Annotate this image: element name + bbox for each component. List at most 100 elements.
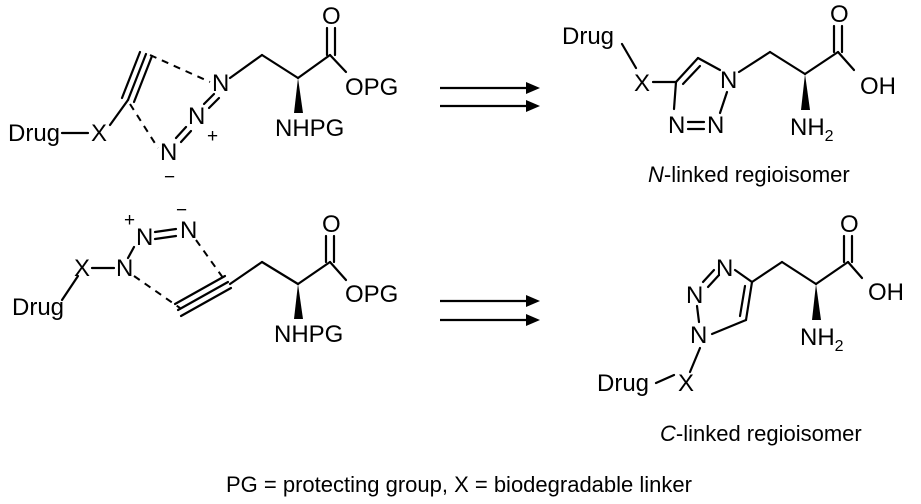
bond-n1-n2-a [202,92,216,106]
alkyne-bond-1 [176,280,230,312]
bond-c-oh [836,50,856,72]
bond-n1-n2-b [207,96,221,110]
charge-minus: − [176,200,187,221]
bond-calpha-ccarbonyl [296,53,332,80]
atom-nhpg: NHPG [275,115,344,142]
dashed-bond-top [149,54,211,83]
ring-c4-c5-double [738,284,747,318]
arrow-1b-head [526,100,540,112]
reaction-2-arrows [440,295,540,326]
atom-oh: OH [868,279,904,306]
ring-c4-n3 [672,80,678,111]
arrow-1a-head [526,82,540,94]
stereo-wedge [801,74,810,110]
ring-c4-c5 [674,56,700,84]
bond-ch2-calpha [260,260,300,286]
alkyne-bond-1 [126,52,148,102]
dashed-bond-bottom [129,103,159,149]
bond-drug-x [60,274,80,302]
ring-c4-c5-double [681,64,702,86]
bond-c-opg [328,260,348,282]
bond-n-ch2 [228,53,264,80]
ring-n1-n2-a [701,268,716,284]
bond-x-drug [654,373,676,385]
bond-drug-x [620,42,638,70]
charge-plus: + [207,126,218,147]
ring-c5-n3 [710,318,748,336]
atom-n1: N [212,70,229,97]
alkyne-bond-2 [132,54,154,104]
bond-ch2-calpha [780,260,818,286]
ring-n1-n2 [718,90,729,115]
dashed-bond-bottom [133,275,181,309]
atom-oh: OH [860,73,896,100]
atom-x: X [634,70,650,97]
alkyne-bond-3 [173,274,227,306]
atom-o: O [840,211,859,238]
bond-n2-n3-a [174,125,188,140]
bond-n-ch2 [737,50,772,74]
atom-n3: N [180,217,197,244]
bond-c-ch2 [228,260,264,286]
arrow-2b-head [526,314,540,326]
bond-ch2-calpha [260,53,300,80]
bond-c-oh [846,260,864,280]
ring-c5-n1 [696,56,722,72]
ring-n1-n2-b [706,273,721,289]
atom-x: X [74,255,90,282]
atom-x: X [91,120,107,147]
stereo-wedge [294,78,303,113]
bond-c-ch2 [750,260,784,284]
atom-o: O [322,3,341,30]
charge-plus: + [124,210,135,231]
atom-n3: N [690,322,707,349]
atom-x: X [678,370,694,397]
atom-drug: Drug [562,23,614,50]
atom-drug: Drug [8,120,60,147]
atom-opg: OPG [345,74,398,101]
charge-minus: − [164,167,175,188]
caption-n-linked: N-linked regioisomer [648,162,850,187]
ring-n1-c4 [733,268,754,284]
atom-drug: Drug [12,294,64,321]
atom-nh2: NH2 [790,114,834,145]
dashed-bond-top [195,239,227,283]
atom-n1: N [116,255,133,282]
stereo-wedge [294,284,303,319]
atom-nh2: NH2 [800,324,844,355]
atom-n2: N [188,103,205,130]
atom-n2: N [136,224,153,251]
atom-o: O [322,211,341,238]
bond-n2-n3-b [153,234,178,241]
caption-c-linked: C-linked regioisomer [660,421,862,446]
reaction-1-reactant: Drug X N N + N − O OPG NHPG [8,3,398,188]
atom-nhpg: NHPG [274,321,343,348]
alkyne-bond-2 [179,286,233,318]
bond-ch2-calpha [768,50,807,76]
reaction-1-arrows [440,82,540,112]
alkyne-bond-3 [120,50,142,100]
atom-n2: N [686,282,703,309]
reaction-1-product: Drug X N N N O OH NH2 [562,1,896,145]
bond-calpha-ccarbonyl [296,260,332,286]
atom-n1: N [716,255,733,282]
atom-opg: OPG [345,281,398,308]
atom-n1: N [720,67,737,94]
reaction-2-product: N N N X Drug O OH NH2 [597,211,904,397]
stereo-wedge [812,284,821,320]
bond-calpha-ccarbonyl [814,260,850,286]
bond-x-alkyne [108,98,130,127]
arrow-2a-head [526,295,540,307]
atom-o: O [830,1,849,28]
bond-n2-n3-a [153,227,178,234]
ring-n2-n3 [695,304,701,324]
atom-drug: Drug [597,370,649,397]
atom-n3: N [160,139,177,166]
bond-calpha-ccarbonyl [803,50,840,76]
ring-c4-c5 [744,280,754,322]
bond-n-x [688,346,702,374]
atom-n2: N [707,112,724,139]
bond-c-opg [328,53,348,74]
reaction-2-reactant: Drug X N N + N − O OPG NHPG [12,200,398,348]
